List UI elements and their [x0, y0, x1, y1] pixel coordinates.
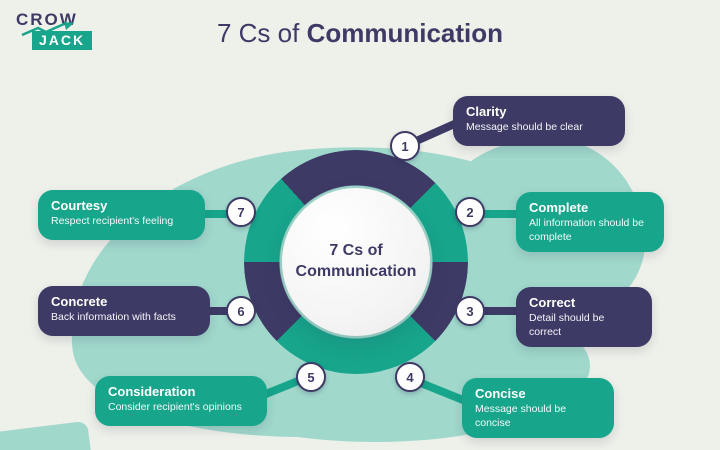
center-line1: 7 Cs of: [329, 242, 383, 260]
corner-accent: [0, 420, 93, 450]
node-1: 1: [390, 131, 420, 161]
callout-desc: Message should be clear: [466, 121, 583, 133]
callout-consideration: Consideration Consider recipient's opini…: [95, 376, 267, 426]
node-7: 7: [226, 197, 256, 227]
node-2: 2: [455, 197, 485, 227]
logo: CROW JACK: [16, 10, 106, 50]
node-4: 4: [395, 362, 425, 392]
callout-title: Clarity: [466, 104, 507, 119]
callout-title: Concrete: [51, 294, 108, 309]
callout-title: Courtesy: [51, 198, 108, 213]
callout-desc: Message should be concise: [475, 403, 567, 429]
logo-growth-arrow-icon: [21, 22, 74, 37]
callout-correct: Correct Detail should be correct: [516, 287, 652, 348]
callout-desc: Detail should be correct: [529, 312, 605, 338]
connector-complete: [470, 210, 522, 218]
callout-desc: Consider recipient's opinions: [108, 401, 242, 413]
callout-title: Correct: [529, 295, 576, 310]
logo-jack-text: JACK: [32, 31, 93, 50]
center-line2: Communication: [295, 263, 417, 280]
node-6: 6: [226, 296, 256, 326]
callout-desc: Back information with facts: [51, 311, 176, 323]
node-3: 3: [455, 296, 485, 326]
title-emphasis: Communication: [306, 18, 504, 48]
connector-courtesy: [198, 210, 246, 218]
callout-title: Concise: [475, 386, 526, 401]
page-title: 7 Cs of Communication: [0, 18, 720, 49]
callout-title: Complete: [529, 200, 589, 215]
connector-concrete: [200, 307, 245, 315]
node-5: 5: [296, 362, 326, 392]
callout-courtesy: Courtesy Respect recipient's feeling: [38, 190, 205, 240]
callout-desc: All information should be complete: [529, 217, 644, 243]
callout-clarity: Clarity Message should be clear: [453, 96, 625, 146]
connector-correct: [470, 307, 522, 315]
callout-complete: Complete All information should be compl…: [516, 192, 664, 253]
callout-desc: Respect recipient's feeling: [51, 215, 174, 227]
callout-concrete: Concrete Back information with facts: [38, 286, 210, 336]
callout-concise: Concise Message should be concise: [462, 378, 614, 439]
center-circle: 7 Cs of Communication: [282, 188, 430, 336]
title-prefix: 7 Cs of: [216, 18, 307, 48]
callout-title: Consideration: [108, 384, 196, 399]
